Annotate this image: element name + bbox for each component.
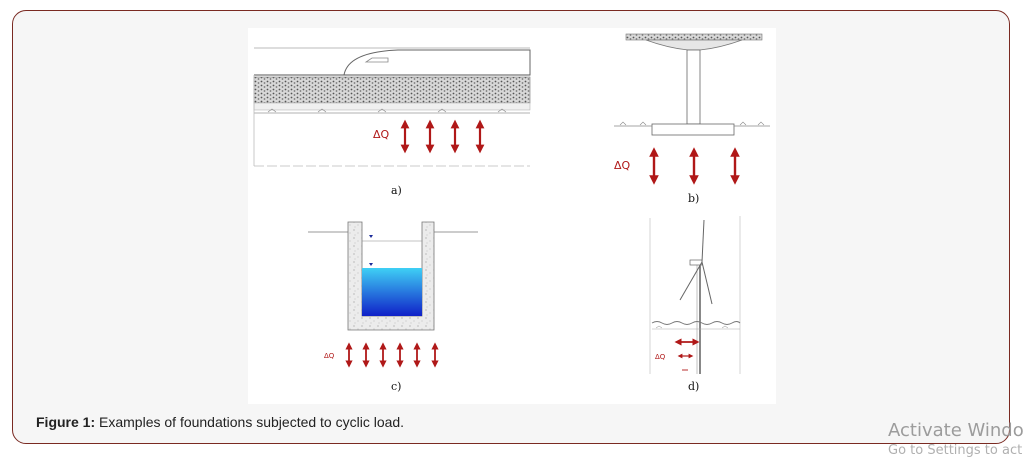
panel-d-label: d): [688, 380, 699, 393]
panel-b-label: b): [688, 192, 699, 205]
panel-a-load-label: ΔQ: [373, 128, 390, 141]
panel-b-bridge-pier: ΔQ b): [614, 33, 770, 205]
panel-c-water-tank: ΔQ c): [308, 221, 478, 393]
panel-b-load-label: ΔQ: [614, 159, 631, 172]
panel-d-load-label: ΔQ: [655, 353, 666, 361]
figure-caption: Figure 1: Examples of foundations subjec…: [36, 414, 404, 430]
panel-a-label: a): [391, 184, 402, 197]
activate-windows-subtitle: Go to Settings to act: [888, 443, 1023, 458]
activate-windows-watermark: Activate Windo: [888, 420, 1024, 441]
panel-a-railway: ΔQ a): [253, 47, 531, 197]
figure-caption-label: Figure 1:: [36, 414, 96, 430]
figure-image: ΔQ a) ΔQ b): [248, 28, 776, 404]
panel-c-label: c): [391, 380, 401, 393]
panel-d-wind-turbine: ΔQ d): [649, 216, 741, 393]
figure-caption-text: Examples of foundations subjected to cyc…: [95, 414, 405, 430]
panel-c-load-label: ΔQ: [324, 352, 335, 360]
water-fill: [362, 268, 422, 316]
